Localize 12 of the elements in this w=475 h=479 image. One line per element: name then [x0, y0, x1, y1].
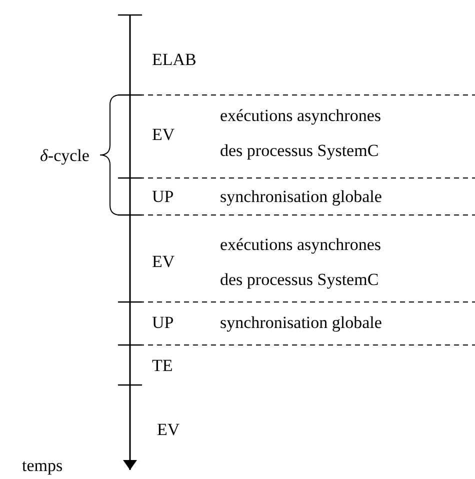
phase-description: exécutions asynchrones des processus SystemC: [220, 105, 382, 162]
phase-description: synchronisation globale: [220, 313, 382, 333]
phase-label: EV: [152, 125, 175, 145]
phase-description: synchronisation globale: [220, 187, 382, 207]
phase-label: UP: [152, 313, 174, 333]
axis-label: temps: [22, 456, 63, 476]
phase-label: EV: [157, 420, 180, 440]
cycle-label: δ-cycle: [40, 146, 90, 166]
phase-label: ELAB: [152, 50, 196, 70]
phase-label: EV: [152, 252, 175, 272]
phase-label: TE: [152, 356, 173, 376]
phase-label: UP: [152, 187, 174, 207]
